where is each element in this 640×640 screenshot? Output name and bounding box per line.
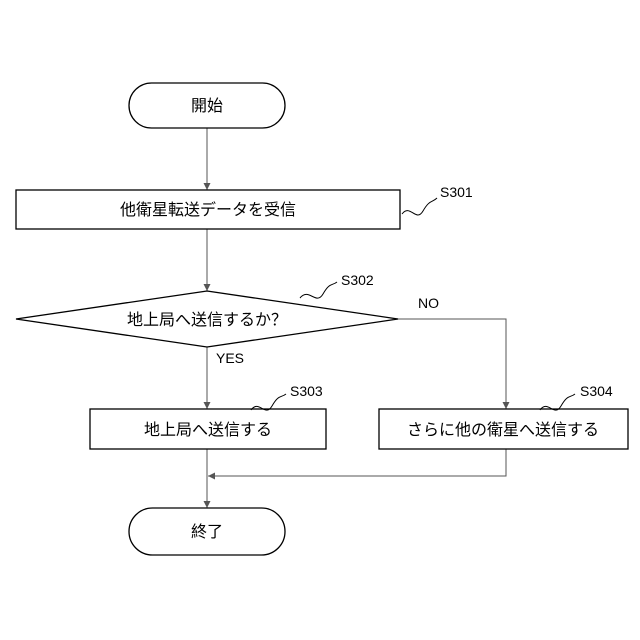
s301-leader-squiggle	[402, 198, 437, 215]
send-satellite-label: さらに他の衛星へ送信する	[407, 420, 599, 439]
s303-step-label: S303	[290, 383, 323, 399]
decision-diamond: 地上局へ送信するか？	[16, 291, 398, 347]
receive-data-label: 他衛星転送データを受信	[120, 200, 296, 219]
start-label: 開始	[191, 96, 223, 115]
no-branch-label: NO	[418, 295, 439, 311]
send-ground-step: 地上局へ送信する	[90, 409, 326, 449]
connector-s304-to-merge	[208, 449, 506, 476]
decision-label: 地上局へ送信するか？	[127, 310, 287, 329]
connector-no-to-s304	[398, 319, 506, 409]
s302-step-label: S302	[341, 272, 374, 288]
s301-step-label: S301	[440, 184, 473, 200]
receive-data-step: 他衛星転送データを受信	[16, 190, 400, 229]
s304-leader-squiggle	[540, 394, 575, 410]
s302-leader-squiggle	[300, 282, 337, 298]
send-satellite-step: さらに他の衛星へ送信する	[379, 409, 628, 449]
end-label: 終了	[191, 522, 223, 541]
start-terminal: 開始	[129, 83, 285, 128]
end-terminal: 終了	[129, 508, 285, 555]
yes-branch-label: YES	[216, 350, 244, 366]
s304-step-label: S304	[580, 383, 613, 399]
send-ground-label: 地上局へ送信する	[144, 420, 272, 439]
s303-leader-squiggle	[251, 394, 286, 410]
